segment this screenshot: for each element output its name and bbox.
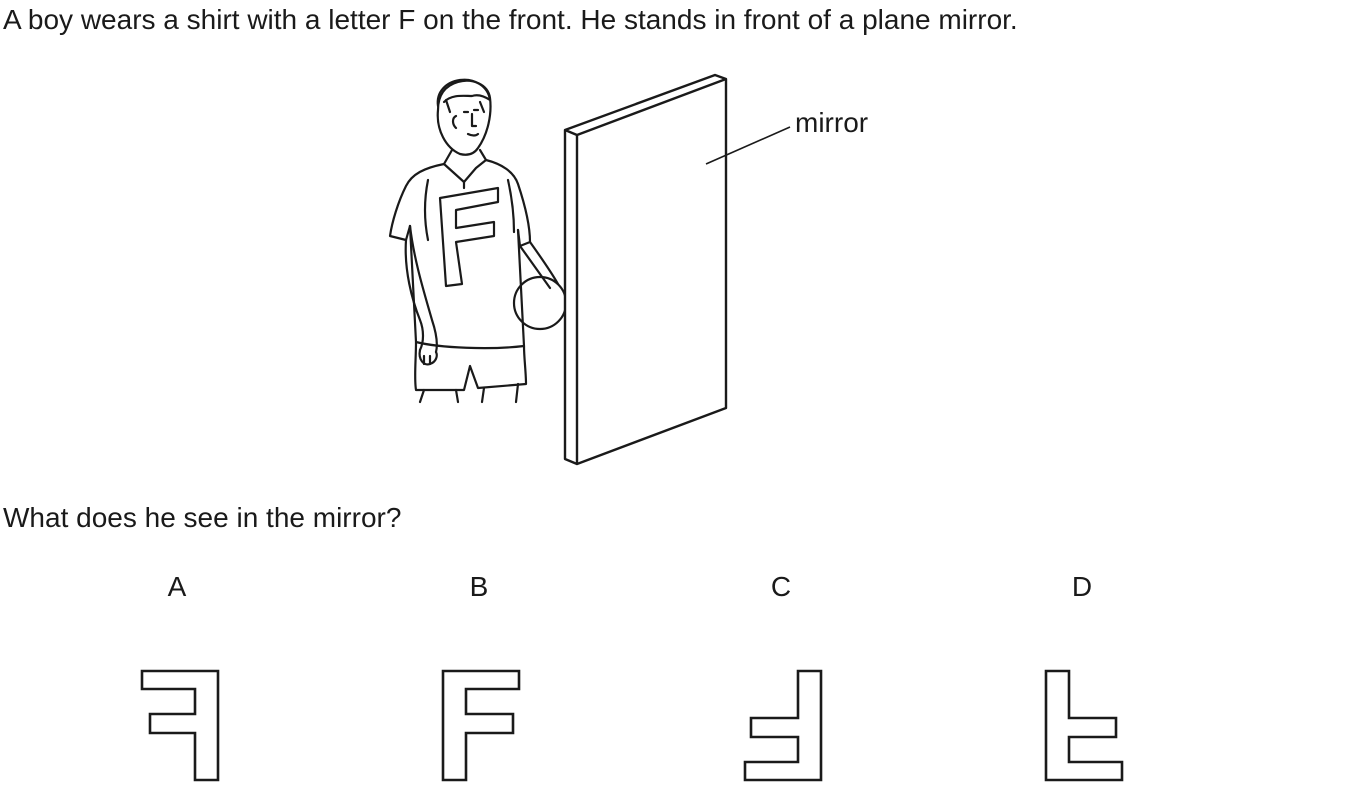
mirror-label: mirror — [795, 107, 868, 138]
option-d-label: D — [1071, 571, 1093, 602]
mirror-panel — [563, 73, 728, 466]
option-b-label: B — [469, 571, 489, 602]
question-prompt: What does he see in the mirror? — [3, 502, 402, 533]
option-c-glyph — [743, 669, 823, 782]
option-c-label: C — [770, 571, 792, 602]
boy-and-mirror-illustration: mirror — [388, 73, 868, 466]
option-a-glyph — [140, 669, 220, 782]
question-intro: A boy wears a shirt with a letter F on t… — [3, 4, 1018, 35]
boy-figure — [388, 78, 568, 404]
option-a-label: A — [167, 571, 187, 602]
option-b-glyph — [441, 669, 521, 782]
shirt-letter-f — [438, 186, 500, 288]
option-d-glyph — [1044, 669, 1124, 782]
mirror-label-leader — [705, 126, 791, 165]
